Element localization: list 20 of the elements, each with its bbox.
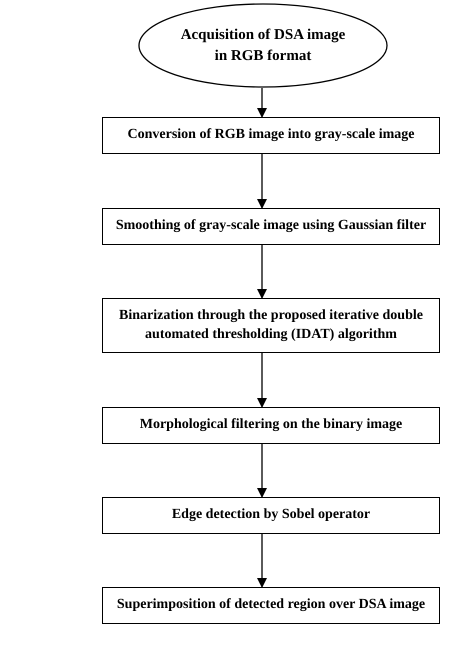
step-text: Conversion of RGB image into gray-scale image — [128, 126, 414, 144]
arrow — [257, 88, 267, 118]
arrow — [257, 353, 267, 408]
step-text: Morphological filtering on the binary image — [140, 416, 402, 434]
process-box — [102, 208, 440, 245]
process-box — [102, 587, 440, 624]
process-box — [102, 298, 440, 353]
step-text: Edge detection by Sobel operator — [172, 506, 370, 524]
arrow — [257, 534, 267, 588]
arrow — [257, 245, 267, 299]
step-text: Smoothing of gray-scale image using Gaussian filter — [116, 217, 426, 236]
step-text: Binarization through the proposed iterative double automated thresholding (IDAT) algorithm — [118, 306, 424, 344]
process-box — [102, 117, 440, 154]
step-text: Superimposition of detected region over DSA image — [116, 596, 426, 614]
arrow — [257, 154, 267, 209]
process-box — [102, 497, 440, 534]
arrow — [257, 444, 267, 498]
step-text: Acquisition of DSA image in RGB format — [180, 26, 346, 66]
start-ellipse — [138, 3, 388, 88]
process-box — [102, 407, 440, 444]
